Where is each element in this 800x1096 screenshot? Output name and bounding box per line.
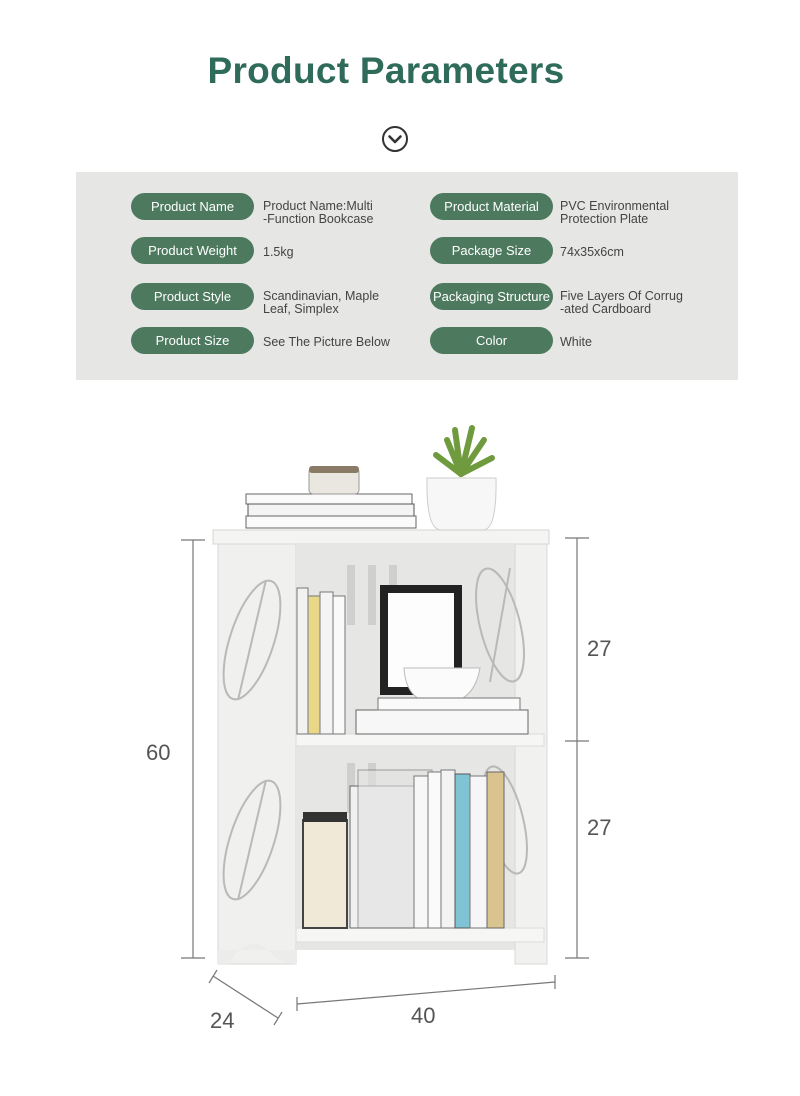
param-label-product-size: Product Size	[131, 327, 254, 354]
param-label-color: Color	[430, 327, 553, 354]
chevron-down-circle-icon	[382, 126, 408, 152]
param-label-package-size: Package Size	[430, 237, 553, 264]
param-value-product-size: See The Picture Below	[263, 335, 390, 349]
param-row: Product Style Scandinavian, Maple Leaf, …	[76, 262, 738, 316]
lower-section-label: 27	[587, 815, 611, 840]
top-decor	[245, 425, 497, 531]
param-row: Product Size See The Picture Below Color…	[76, 306, 738, 354]
param-label-product-name: Product Name	[131, 193, 254, 220]
param-label-product-weight: Product Weight	[131, 237, 254, 264]
upper-shelf-items	[296, 585, 529, 735]
width-label: 40	[411, 1003, 435, 1028]
param-value-color: White	[560, 335, 592, 349]
page-title: Product Parameters	[207, 50, 565, 91]
param-label-product-style: Product Style	[131, 283, 254, 310]
param-value-product-weight: 1.5kg	[263, 245, 294, 259]
param-value-product-style: Scandinavian, Maple Leaf, Simplex	[263, 289, 380, 316]
param-row: Product Weight 1.5kg Package Size 74x35x…	[76, 216, 738, 264]
height-label: 60	[146, 740, 170, 765]
param-value-product-material: PVC Environmental Protection Plate	[560, 199, 670, 226]
depth-label: 24	[210, 1008, 234, 1033]
upper-section-label: 27	[587, 636, 611, 661]
param-value-packaging-structure: Five Layers Of Corrug -ated Cardboard	[560, 289, 683, 316]
parameters-panel: Product Name Product Name:Multi -Functio…	[76, 172, 738, 380]
param-value-product-name: Product Name:Multi -Function Bookcase	[263, 199, 374, 226]
bookcase-illustration: 60 27 27 24 40	[146, 425, 611, 1033]
param-value-package-size: 74x35x6cm	[560, 245, 624, 259]
dimension-lines	[181, 537, 589, 1026]
param-label-product-material: Product Material	[430, 193, 553, 220]
param-row: Product Name Product Name:Multi -Functio…	[76, 172, 738, 226]
param-label-packaging-structure: Packaging Structure	[430, 283, 553, 310]
lower-shelf-items	[302, 769, 505, 929]
